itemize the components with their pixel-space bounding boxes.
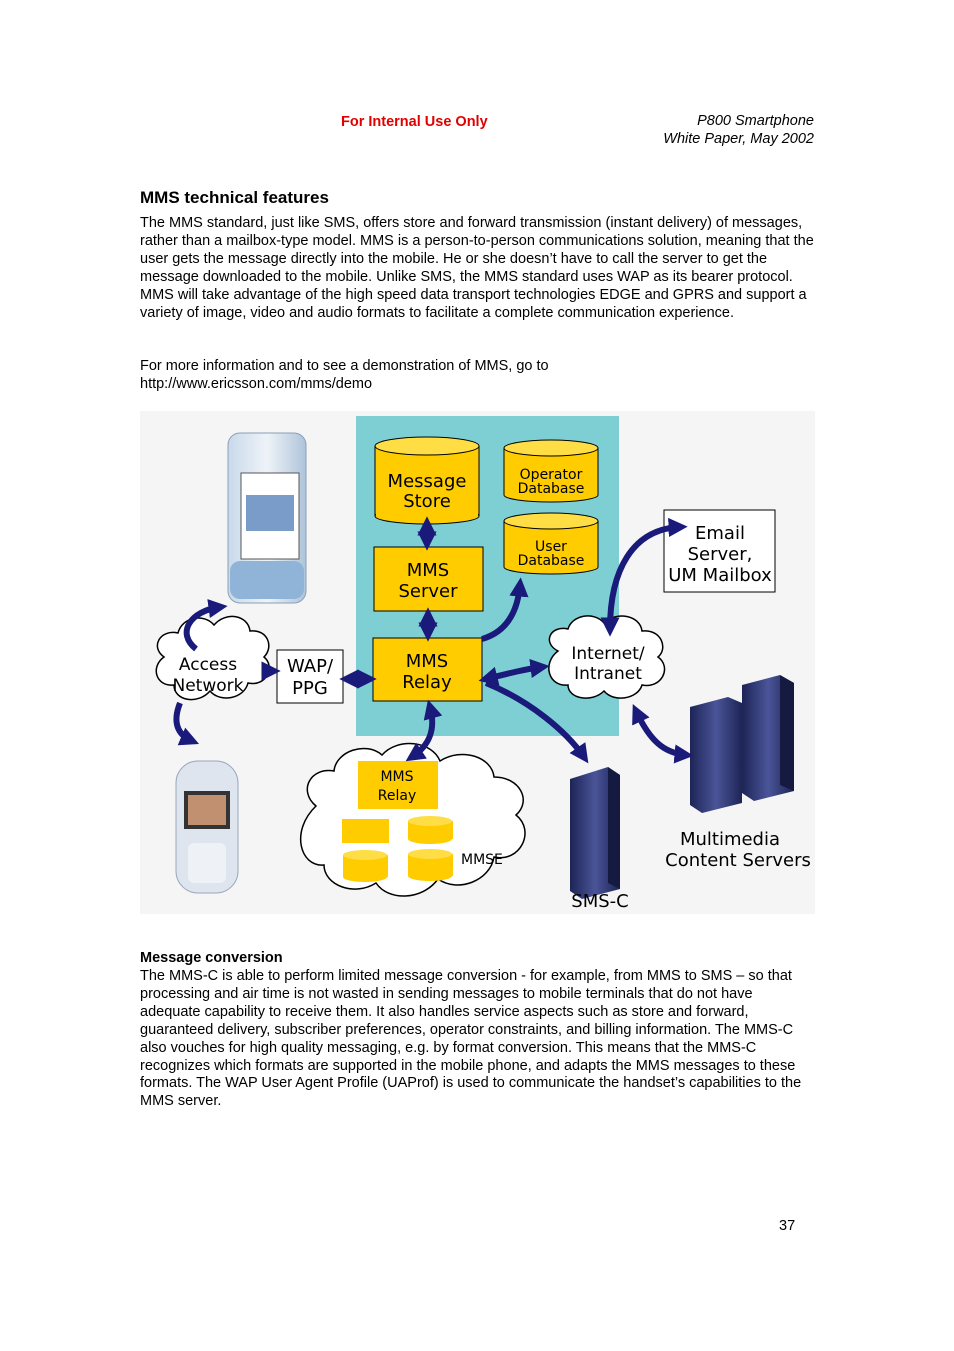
demo-url: http://www.ericsson.com/mms/demo (140, 375, 373, 392)
user-db-line1: User (535, 539, 567, 555)
wap-ppg-box: WAP/ PPG (276, 649, 344, 704)
page-number: 37 (779, 1218, 796, 1234)
section-title: MMS technical features (140, 188, 329, 207)
access-network-line2: Network (173, 676, 244, 696)
mms-relay-line2: Relay (402, 672, 452, 693)
user-database: User Database (503, 512, 599, 575)
mmse-cloud: MMS Relay MMSE (299, 742, 526, 897)
mms-relay-box: MMS Relay (372, 637, 483, 702)
email-server-line3: UM Mailbox (668, 565, 772, 586)
mmse-relay-line2: Relay (378, 788, 416, 804)
operator-db-line2: Database (518, 481, 585, 497)
wap-ppg-line2: PPG (292, 678, 328, 699)
confidentiality-label: For Internal Use Only (341, 114, 488, 130)
document-title: P800 Smartphone White Paper, May 2002 (663, 112, 814, 148)
email-server-box: Email Server, UM Mailbox (663, 509, 776, 593)
mmse-cyl-3 (408, 849, 453, 881)
mmse-cyl-1 (408, 816, 453, 844)
t68-phone-image (175, 760, 239, 894)
intro-paragraph: The MMS standard, just like SMS, offers … (140, 215, 814, 321)
operator-db-line1: Operator (520, 467, 583, 483)
mms-architecture-diagram: Message Store Operator Database User Dat… (140, 411, 815, 914)
document-title-line1: P800 Smartphone (697, 113, 814, 129)
p800-phone-image (227, 432, 307, 604)
internet-line2: Intranet (574, 664, 642, 684)
mms-server-box: MMS Server (373, 546, 484, 612)
message-store-line1: Message (388, 471, 467, 492)
content-servers-line2: Content Servers (665, 850, 811, 871)
operator-database: Operator Database (503, 439, 599, 503)
sms-c-label: SMS-C (571, 891, 628, 912)
connection-arrows (173, 516, 694, 764)
mmse-cyl-2 (343, 850, 388, 882)
mmse-relay-box (358, 761, 438, 809)
wap-ppg-line1: WAP/ (287, 656, 334, 677)
mms-server-line2: Server (398, 581, 458, 602)
document-title-line2: White Paper, May 2002 (663, 131, 814, 147)
mmse-label: MMSE (461, 852, 503, 868)
conversion-title: Message conversion (140, 950, 283, 966)
mmse-block-1 (342, 819, 389, 843)
content-servers-line1: Multimedia (680, 829, 780, 850)
internet-line1: Internet/ (571, 644, 645, 664)
demo-text: For more information and to see a demons… (140, 358, 549, 374)
email-server-line2: Server, (688, 544, 753, 565)
conversion-paragraph: The MMS-C is able to perform limited mes… (140, 968, 802, 1110)
user-db-line2: Database (518, 553, 585, 569)
mms-relay-line1: MMS (406, 651, 449, 672)
demo-paragraph: For more information and to see a demons… (140, 358, 815, 394)
mmse-relay-line1: MMS (380, 769, 413, 785)
email-server-line1: Email (695, 523, 745, 544)
access-network-line1: Access (179, 655, 237, 675)
sms-c-server: SMS-C (570, 767, 629, 912)
message-store-db: Message Store (374, 436, 480, 525)
message-store-line2: Store (403, 491, 451, 512)
mms-server-line1: MMS (407, 560, 450, 581)
content-servers: Multimedia Content Servers (665, 675, 811, 871)
